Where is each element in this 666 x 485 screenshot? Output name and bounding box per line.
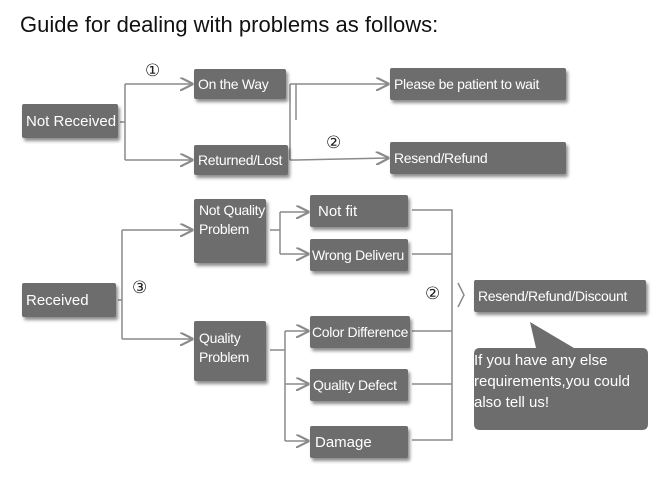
damage-box: Damage <box>310 426 408 458</box>
color-difference-box: Color Difference <box>310 316 410 348</box>
step-one-marker: ① <box>145 61 161 80</box>
step-three-marker: ③ <box>132 278 148 297</box>
quality-problem-box: Quality Problem <box>194 321 266 381</box>
resend-refund-box: Resend/Refund <box>390 142 566 174</box>
returned-lost-box: Returned/Lost <box>194 145 288 175</box>
on-the-way-box: On the Way <box>194 69 286 99</box>
not-received-box: Not Received <box>22 104 118 138</box>
received-box: Received <box>22 283 116 317</box>
page-title: Guide for dealing with problems as follo… <box>20 12 439 37</box>
resend-refund-discount-box: Resend/Refund/Discount <box>474 280 646 312</box>
not-quality-problem-box: Not Quality Problem <box>194 199 266 263</box>
please-wait-box: Please be patient to wait <box>390 68 566 100</box>
wrong-delivery-box: Wrong Deliveru <box>310 239 408 271</box>
step-two-marker: ② <box>326 133 342 152</box>
not-fit-box: Not fit <box>310 195 408 227</box>
step-two-marker-bottom: ② <box>425 284 441 303</box>
note-bubble-text: If you have any else requirements,you co… <box>474 352 630 411</box>
quality-defect-box: Quality Defect <box>310 369 408 401</box>
